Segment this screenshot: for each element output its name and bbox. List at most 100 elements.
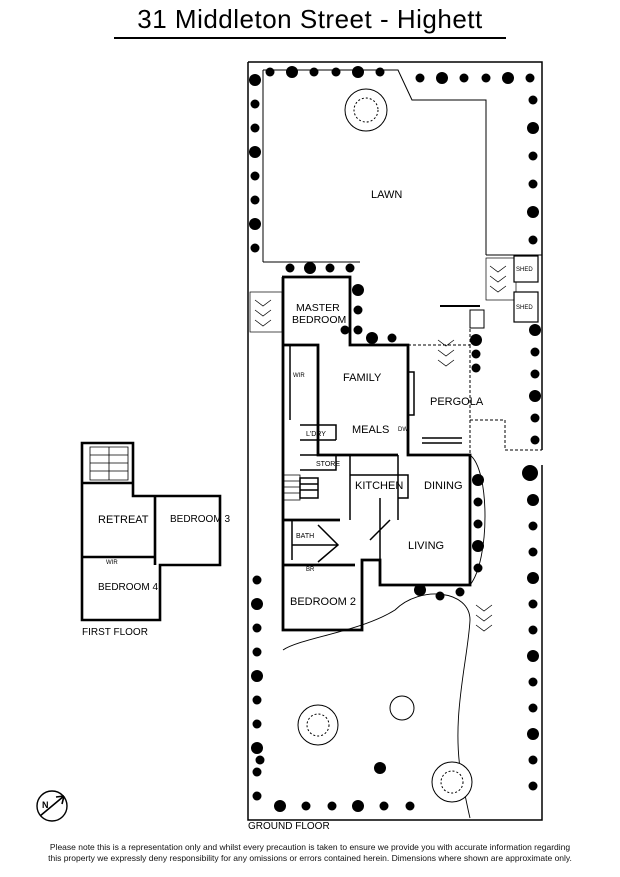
shrub [528,781,538,791]
shrub [530,435,540,445]
shrub [527,572,539,584]
shrub [528,179,538,189]
shrub [528,625,538,635]
master-bedroom-text: MASTER [296,302,340,314]
stair [89,446,129,481]
shrub [250,99,260,109]
shrub [481,73,491,83]
shrub [527,206,539,218]
meals-label: MEALS [352,424,389,436]
shrub [529,324,541,336]
disclaimer: Please note this is a representation onl… [10,842,610,863]
shrub [265,67,275,77]
shrub [304,262,316,274]
living-label: LIVING [408,540,444,552]
shrub [472,474,484,486]
shrub [353,325,363,335]
shrub [435,591,445,601]
shrub [522,465,538,481]
pergola-label: PERGOLA [430,396,484,408]
lawn-label: LAWN [371,189,402,201]
shrub [473,497,483,507]
shrub [255,755,265,765]
shrub [252,695,262,705]
shrub [528,547,538,557]
shrub [387,333,397,343]
shed-2-label: SHED [516,305,533,311]
shrub [252,647,262,657]
master-bedroom-label: MASTER [296,302,340,314]
shrub [252,575,262,585]
shrub [301,801,311,811]
dw-label: DW [398,427,408,433]
shrub [528,95,538,105]
shrub [250,195,260,205]
compass-icon: N [36,790,68,822]
disclaimer-line-2: this property we expressly deny responsi… [48,852,572,863]
ground-floor-label: GROUND FLOOR [248,821,330,832]
shrub [530,369,540,379]
shrub [374,762,386,774]
shrub [340,325,350,335]
small-labels: L'DRY STORE BATH WIR BR WIR SHED SHED DW [106,267,533,573]
shrub [249,146,261,158]
family-label: FAMILY [343,372,382,384]
ground-stair [284,474,301,501]
shrub [528,599,538,609]
shrub [252,623,262,633]
large-trees [297,88,473,803]
shrub [366,332,378,344]
laundry-label: L'DRY [306,431,326,438]
page-title: 31 Middleton Street - Highett [137,4,483,34]
shrub [405,801,415,811]
shrub [327,801,337,811]
br-label: BR [306,567,315,573]
sheds [469,255,539,329]
shrub [502,72,514,84]
shrub [252,767,262,777]
shrub [285,263,295,273]
first-floor-label: FIRST FLOOR [82,627,148,638]
shrub [250,123,260,133]
shrub [249,218,261,230]
master-bedroom-line2: BEDROOM [292,314,346,326]
shrub [274,800,286,812]
shrub [473,563,483,573]
shrub [379,801,389,811]
dining-label: DINING [424,480,463,492]
shrub [527,494,539,506]
wir-label: WIR [293,373,305,379]
shrub [528,755,538,765]
shrub [529,390,541,402]
shrub [470,334,482,346]
shrub [473,519,483,529]
shrub [527,122,539,134]
site-boundary [247,61,543,821]
disclaimer-line-1: Please note this is a representation onl… [49,842,571,852]
shrub [286,66,298,78]
shrub [528,235,538,245]
retreat-label: RETREAT [98,514,149,526]
shrubs [249,66,541,812]
shrub [325,263,335,273]
first-floor-wir-label: WIR [106,560,118,566]
kitchen-label: KITCHEN [355,480,403,492]
shrub [471,363,481,373]
bedroom-3-label: BEDROOM 3 [170,514,230,525]
ground-floor-walls [281,275,472,632]
shrub [472,540,484,552]
shrub [530,347,540,357]
bath-label: BATH [296,533,314,540]
shrub [375,67,385,77]
store-label: STORE [316,461,340,468]
shrub [352,284,364,296]
bedroom-4-label: BEDROOM 4 [98,582,158,593]
shrub [471,349,481,359]
shrub [528,521,538,531]
interior-walls [289,345,462,563]
shrub [251,598,263,610]
shrub [252,719,262,729]
pergola-outline [408,320,542,455]
title-underline [114,37,506,39]
